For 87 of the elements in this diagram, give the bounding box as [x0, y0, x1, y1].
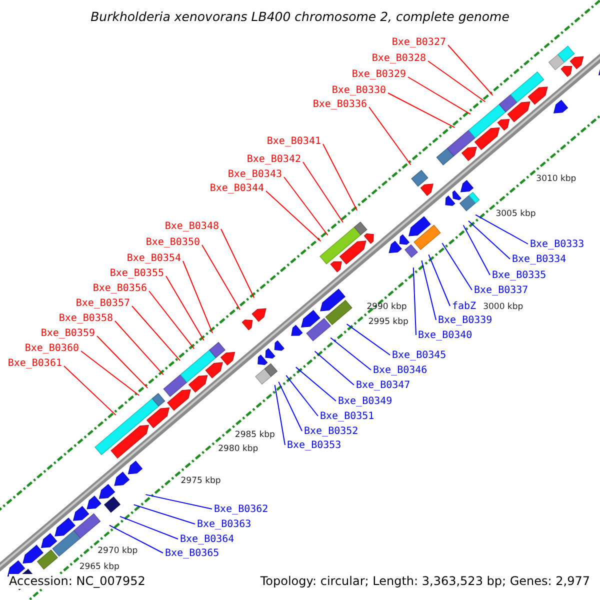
- leader-line: [64, 366, 116, 416]
- leader-line: [119, 516, 178, 540]
- scale-label: 3005 kbp: [496, 208, 536, 218]
- leader-line: [462, 224, 490, 276]
- gene-label: Bxe_B0341: [266, 136, 321, 148]
- leader-line: [80, 350, 140, 396]
- leader-line: [145, 494, 212, 510]
- gene-label: Bxe_B0333: [530, 239, 584, 251]
- leader-line: [132, 306, 181, 362]
- leader-line: [274, 384, 286, 446]
- gene-label: Bxe_B0329: [352, 69, 406, 81]
- leader-line: [442, 242, 472, 290]
- scale-label: 2995 kbp: [368, 316, 408, 327]
- leader-line: [284, 176, 328, 236]
- title: Burkholderia xenovorans LB400 chromosome 2, complete genome: [90, 9, 510, 24]
- scale-label: 2970 kbp: [98, 546, 138, 556]
- leader-line: [278, 381, 302, 432]
- gene-label: Bxe_B0360: [24, 343, 79, 355]
- leader-line: [114, 320, 164, 376]
- scale-label: 2975 kbp: [180, 476, 221, 486]
- leader-line: [428, 254, 450, 306]
- gene-label: Bxe_B0357: [76, 298, 130, 310]
- gene-label: Bxe_B0342: [246, 154, 301, 166]
- gene-label: Bxe_B0349: [338, 396, 392, 408]
- leader-line: [408, 76, 472, 115]
- gene-label: Bxe_B0348: [164, 221, 219, 233]
- leader-line: [368, 106, 412, 166]
- leader-line: [475, 214, 528, 244]
- leader-line: [468, 220, 510, 260]
- gene-label: Bxe_B0336: [312, 99, 367, 111]
- leader-line: [266, 190, 322, 242]
- gene-label: Bxe_B0350: [146, 237, 200, 249]
- gene-label: Bxe_B0346: [373, 365, 428, 377]
- leader-line: [108, 524, 164, 554]
- gene-label: Bxe_B0347: [356, 380, 410, 392]
- leader-line: [148, 290, 195, 350]
- leader-line: [330, 337, 372, 370]
- gene-label: Bxe_B0330: [332, 85, 386, 97]
- leader-line: [286, 374, 318, 416]
- gene-label: Bxe_B0354: [126, 253, 181, 265]
- scale-label: 3000 kbp: [483, 302, 524, 312]
- scale-label: 2980 kbp: [218, 444, 258, 454]
- gene-label: Bxe_B0356: [92, 283, 147, 295]
- gene-label: Bxe_B0339: [438, 315, 492, 327]
- scale-label: 2985 kbp: [234, 430, 275, 440]
- gene-label: Bxe_B0328: [372, 53, 426, 65]
- leader-line: [202, 244, 240, 310]
- gene-label: Bxe_B0334: [512, 254, 566, 266]
- gene-label: Bxe_B0362: [214, 504, 268, 516]
- gene-label: Bxe_B0358: [58, 313, 113, 325]
- leader-line: [133, 504, 196, 524]
- gene-label: Bxe_B0335: [492, 270, 546, 282]
- accession-label: Accession: NC_007952: [9, 574, 146, 589]
- leader-line: [346, 324, 390, 356]
- gene-label: Bxe_B0364: [180, 534, 234, 546]
- leader-line: [302, 162, 344, 223]
- scale-label: 3010 kbp: [536, 174, 576, 184]
- leader-line: [96, 336, 148, 389]
- leader-line: [412, 267, 416, 336]
- gene-label: Bxe_B0344: [210, 183, 264, 195]
- leader-line: [295, 366, 336, 402]
- gene-label: Bxe_B0352: [304, 426, 358, 438]
- leader-line: [314, 350, 354, 386]
- scale-label: 2990 kbp: [366, 302, 407, 312]
- leader-line: [220, 228, 255, 298]
- gene-label: fabZ: [452, 301, 476, 313]
- scale-label: 2965 kbp: [79, 562, 120, 572]
- gene-label: Bxe_B0363: [197, 519, 252, 531]
- leader-line: [428, 60, 486, 102]
- gene-label: Bxe_B0345: [392, 350, 446, 362]
- gene-label: Bxe_B0353: [287, 440, 342, 452]
- leader-line: [388, 92, 456, 128]
- leader-line: [166, 276, 204, 341]
- leader-line: [421, 260, 436, 320]
- leader-line: [322, 144, 358, 211]
- leader-line: [182, 260, 213, 334]
- gene-label: Bxe_B0361: [8, 358, 62, 370]
- gene-label: Bxe_B0355: [110, 268, 164, 280]
- gene-label: Bxe_B0351: [320, 411, 374, 423]
- gene-label: Bxe_B0343: [228, 169, 282, 181]
- gene-label: Bxe_B0359: [40, 328, 95, 340]
- leader-line: [448, 44, 494, 96]
- gene-label: Bxe_B0340: [418, 330, 472, 342]
- gene-label: Bxe_B0327: [392, 37, 446, 49]
- gene-label: Bxe_B0365: [165, 548, 220, 560]
- gene-label: Bxe_B0337: [474, 285, 528, 297]
- genome-info-label: Topology: circular; Length: 3,363,523 bp; Genes: 2,977: [260, 574, 590, 589]
